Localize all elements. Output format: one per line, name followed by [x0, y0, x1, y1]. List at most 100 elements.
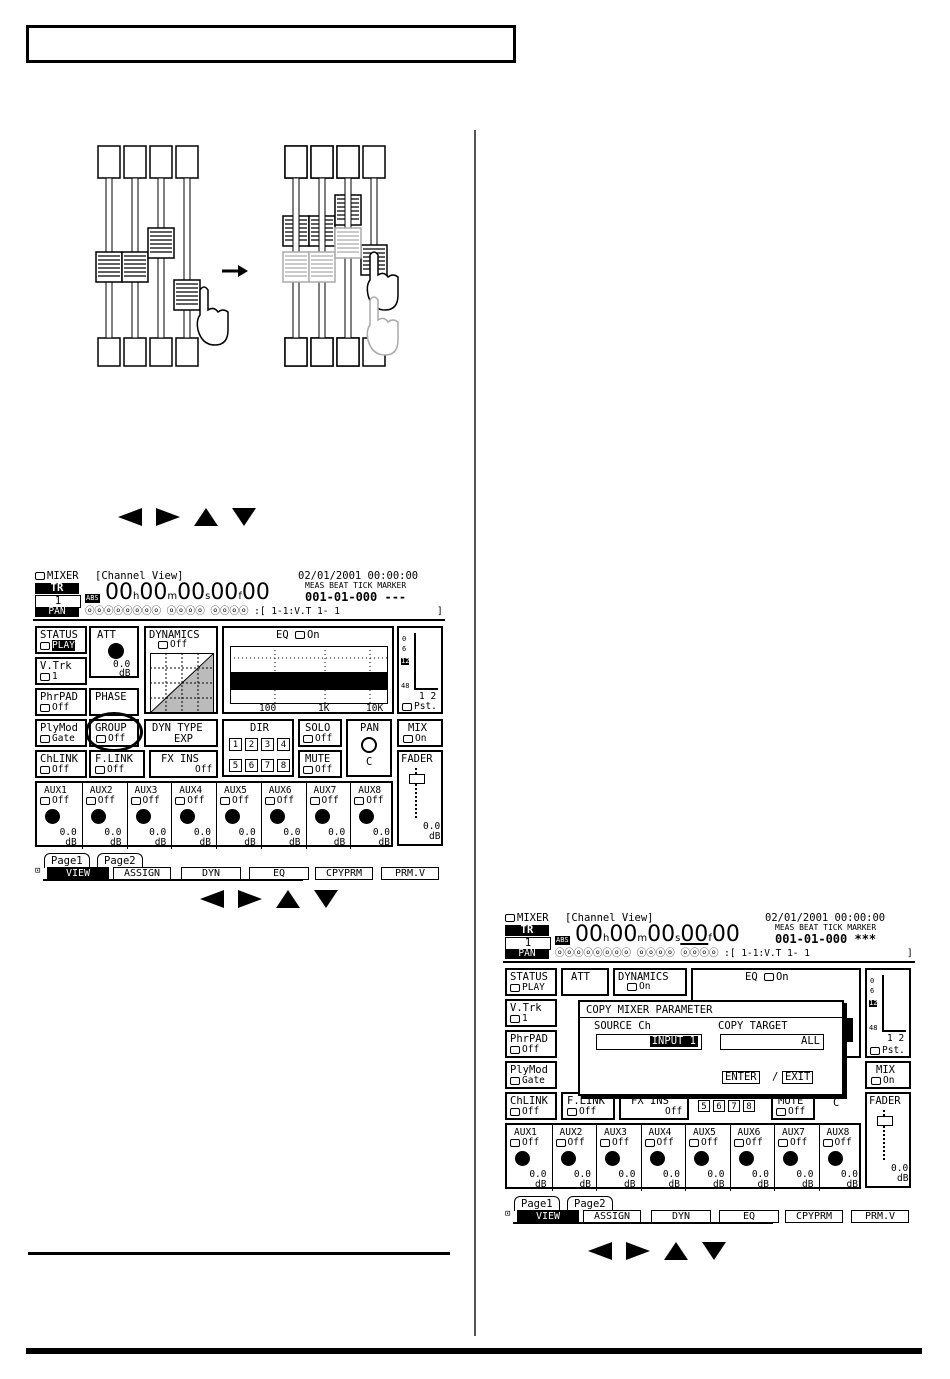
- dir-button-2[interactable]: 2: [245, 738, 258, 751]
- flink-block[interactable]: F.LINK Off: [89, 750, 145, 778]
- arrow-right-icon: [222, 265, 248, 277]
- track-label: TR: [505, 925, 549, 936]
- aux-send-3[interactable]: AUX3 Off 0.0 dB: [596, 1125, 641, 1191]
- faders-before: ------: [95, 145, 229, 367]
- plymod-block[interactable]: PlyMod Gate: [35, 719, 87, 747]
- aux-send-7[interactable]: AUX7 Off 0.0 dB: [305, 783, 351, 849]
- aux-knob-icon: [225, 809, 240, 824]
- aux-send-2[interactable]: AUX2 Off 0.0 dB: [81, 783, 127, 849]
- aux-send-8[interactable]: AUX8 Off 0.0 dB: [350, 783, 395, 849]
- tab-page1[interactable]: Page1: [44, 853, 90, 868]
- dir-button-5[interactable]: 5: [698, 1100, 710, 1112]
- chlink-block[interactable]: ChLINK Off: [35, 750, 87, 778]
- aux-send-4[interactable]: AUX4 Off 0.0 dB: [640, 1125, 686, 1191]
- left-arrow-icon: [200, 890, 224, 908]
- aux-send-5[interactable]: AUX5 Off 0.0 dB: [685, 1125, 730, 1191]
- tab-page1[interactable]: Page1: [514, 1196, 560, 1211]
- column-divider: [474, 130, 476, 1336]
- group-highlight-circle: [85, 712, 143, 752]
- aux-send-1[interactable]: AUX1 Off 0.0 dB: [507, 1125, 552, 1191]
- abs-badge: ABS: [85, 594, 100, 603]
- dir-button-4[interactable]: 4: [277, 738, 290, 751]
- dir-button-7[interactable]: 7: [728, 1100, 740, 1112]
- copy-target-field[interactable]: ALL: [720, 1034, 824, 1050]
- mute-block[interactable]: MUTE Off: [298, 750, 342, 778]
- meas-header: MEAS BEAT TICK MARKER: [775, 923, 877, 932]
- dir-button-6[interactable]: 6: [245, 759, 258, 772]
- aux-knob-icon: [694, 1151, 709, 1166]
- aux-knob-icon: [269, 809, 285, 824]
- fader-block[interactable]: FADER 0.0 dB: [865, 1092, 911, 1188]
- dyn-type-block[interactable]: DYN TYPE EXP: [144, 719, 218, 747]
- dir-button-6[interactable]: 6: [713, 1100, 725, 1112]
- fxins-block[interactable]: FX INS Off: [149, 750, 218, 778]
- fader-group-illustration: ------: [95, 145, 399, 367]
- function-button-cpyprm[interactable]: CPYPRM: [315, 867, 373, 880]
- source-ch-field[interactable]: INPUT 1: [596, 1034, 702, 1050]
- eq-block[interactable]: EQ On 100 1K 10K: [222, 626, 394, 714]
- cursor-keys-2: [200, 890, 338, 908]
- chlink-block[interactable]: ChLINK Off: [505, 1092, 557, 1120]
- aux-send-4[interactable]: AUX4 Off 0.0 dB: [171, 783, 216, 849]
- meas-header: MEAS BEAT TICK MARKER: [305, 581, 407, 590]
- enter-button[interactable]: ENTER: [722, 1071, 760, 1084]
- up-arrow-icon: [194, 508, 218, 526]
- dir-button-3[interactable]: 3: [261, 738, 274, 751]
- exit-button[interactable]: EXIT: [782, 1071, 814, 1084]
- phrpad-block[interactable]: PhrPAD Off: [505, 1030, 557, 1058]
- plymod-block[interactable]: PlyMod Gate: [505, 1061, 557, 1089]
- mix-block[interactable]: MIX On: [397, 719, 443, 747]
- aux-knob-icon: [45, 809, 60, 824]
- aux-send-2[interactable]: AUX2 Off 0.0 dB: [551, 1125, 597, 1191]
- enter-exit-separator: /: [772, 1071, 779, 1083]
- aux-send-7[interactable]: AUX7 Off 0.0 dB: [774, 1125, 819, 1191]
- fader-block[interactable]: FADER 0.0 dB: [397, 750, 443, 846]
- att-block[interactable]: ATT 0.0 dB: [89, 626, 139, 678]
- view-name: [Channel View]: [95, 570, 184, 582]
- vtrk-block[interactable]: V.Trk 1: [505, 999, 557, 1027]
- att-block[interactable]: ATT: [561, 968, 609, 996]
- cursor-keys-1: [118, 508, 256, 526]
- aux-send-3[interactable]: AUX3 Off 0.0 dB: [126, 783, 172, 849]
- aux-send-6[interactable]: AUX6 Off 0.0 dB: [729, 1125, 775, 1191]
- fader-cap-icon: [409, 774, 425, 784]
- aux-knob-icon: [515, 1151, 530, 1166]
- function-button-cpyprm[interactable]: CPYPRM: [785, 1210, 843, 1223]
- aux-knob-icon: [649, 1151, 665, 1166]
- dir-button-1[interactable]: 1: [229, 738, 242, 751]
- mute-block[interactable]: MUTE Off: [771, 1092, 815, 1120]
- att-knob-icon: [108, 643, 124, 659]
- view-name: [Channel View]: [565, 912, 654, 924]
- mode-label: MIXER: [505, 913, 549, 924]
- aux-send-6[interactable]: AUX6 Off 0.0 dB: [260, 783, 306, 849]
- mix-block[interactable]: MIX On: [865, 1061, 911, 1089]
- vtrk-block[interactable]: V.Trk 1: [35, 657, 87, 685]
- tab-page2[interactable]: Page2: [97, 853, 143, 868]
- dir-button-8[interactable]: 8: [743, 1100, 755, 1112]
- aux-send-1[interactable]: AUX1 Off 0.0 dB: [37, 783, 82, 849]
- fxins-block[interactable]: FX INS Off: [619, 1092, 689, 1120]
- source-ch-label: SOURCE Ch: [594, 1020, 651, 1032]
- function-button-prmv[interactable]: PRM.V: [381, 867, 439, 880]
- flink-block[interactable]: F.LINK Off: [561, 1092, 615, 1120]
- aux-knob-icon: [314, 809, 330, 824]
- track-label: TR: [35, 583, 79, 594]
- aux-send-5[interactable]: AUX5 Off 0.0 dB: [216, 783, 261, 849]
- status-block[interactable]: STATUS PLAY: [35, 626, 87, 654]
- dir-button-5[interactable]: 5: [229, 759, 242, 772]
- aux-send-8[interactable]: AUX8 Off 0.0 dB: [818, 1125, 864, 1191]
- dynamics-block[interactable]: DYNAMICS On: [613, 968, 687, 996]
- tab-page2[interactable]: Page2: [567, 1196, 613, 1211]
- dynamics-block[interactable]: DYNAMICS Off: [144, 626, 218, 714]
- time-counter: 00h00m00s00f00: [575, 922, 740, 947]
- solo-block[interactable]: SOLO Off: [298, 719, 342, 747]
- dir-button-7[interactable]: 7: [261, 759, 274, 772]
- function-button-prmv[interactable]: PRM.V: [851, 1210, 909, 1223]
- dir-button-8[interactable]: 8: [277, 759, 290, 772]
- status-block[interactable]: STATUS PLAY: [505, 968, 557, 996]
- left-arrow-icon: [588, 1242, 612, 1260]
- pan-block[interactable]: PAN C: [346, 719, 392, 777]
- phrpad-block[interactable]: PhrPAD Off: [35, 688, 87, 716]
